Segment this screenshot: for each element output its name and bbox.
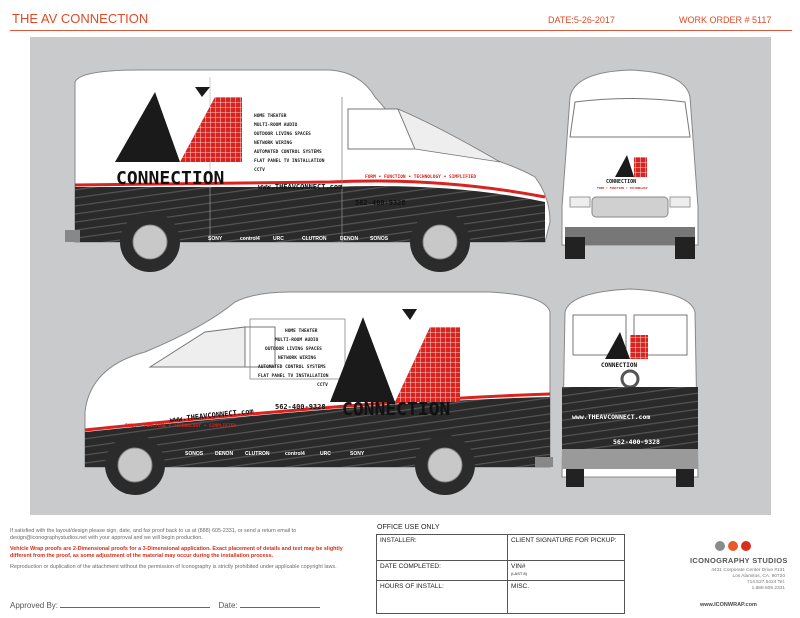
- approved-by-field[interactable]: [60, 600, 211, 608]
- svg-text:MULTI-ROOM AUDIO: MULTI-ROOM AUDIO: [254, 122, 298, 128]
- page-title: THE AV CONNECTION: [12, 11, 149, 26]
- installer-field[interactable]: INSTALLER:: [376, 534, 508, 561]
- van1-tagline: FORM • FUNCTION • TECHNOLOGY • SIMPLIFIE…: [365, 174, 476, 180]
- svg-text:SONOS: SONOS: [370, 236, 389, 242]
- van1-website: www.THEAVCONNECT.com: [258, 183, 342, 191]
- svg-text:CONNECTION: CONNECTION: [601, 362, 638, 369]
- van-side-view-2: CONNECTION HOME THEATER MULTI-ROOM AUDIO…: [84, 291, 553, 495]
- svg-text:MULTI-ROOM AUDIO: MULTI-ROOM AUDIO: [275, 337, 319, 343]
- office-use-box: OFFICE USE ONLY INSTALLER: CLIENT SIGNAT…: [376, 524, 625, 614]
- van3-brand: CONNECTION: [342, 399, 450, 420]
- svg-text:DENON: DENON: [215, 451, 233, 457]
- svg-text:control4: control4: [285, 451, 305, 457]
- misc-field[interactable]: MISC.: [507, 580, 625, 614]
- office-use-table: INSTALLER: CLIENT SIGNATURE FOR PICKUP: …: [376, 534, 625, 614]
- proof-disclaimer: Vehicle Wrap proofs are 2-Dimensional pr…: [10, 546, 343, 559]
- svg-text:FORM • FUNCTION • TECHNOLOGY: FORM • FUNCTION • TECHNOLOGY: [597, 186, 648, 190]
- studio-logo-dots: [715, 541, 755, 552]
- studio-name: ICONOGRAPHY STUDIOS: [690, 556, 788, 565]
- svg-text:OUTDOOR LIVING SPACES: OUTDOOR LIVING SPACES: [265, 346, 322, 352]
- svg-text:CONNECTION: CONNECTION: [606, 179, 636, 185]
- approval-date-label: Date:: [218, 601, 238, 610]
- van3-tagline: FORM • FUNCTION • TECHNOLOGY • SIMPLIFIE…: [125, 423, 236, 429]
- svg-text:SONY: SONY: [208, 236, 223, 242]
- office-use-heading: OFFICE USE ONLY: [377, 524, 440, 531]
- svg-text:OUTDOOR LIVING SPACES: OUTDOOR LIVING SPACES: [254, 131, 311, 137]
- van-front-view: CONNECTION FORM • FUNCTION • TECHNOLOGY: [561, 69, 699, 259]
- proof-canvas: CONNECTION HOME THEATER MULTI-ROOM AUDIO…: [30, 37, 771, 515]
- svg-text:FLAT PANEL TV INSTALLATION: FLAT PANEL TV INSTALLATION: [258, 373, 329, 379]
- svg-text:AUTOMATED CONTROL SYSTEMS: AUTOMATED CONTROL SYSTEMS: [258, 364, 326, 370]
- svg-text:CLUTRON: CLUTRON: [245, 451, 270, 457]
- copyright-notice: Reproduction or duplication of the attac…: [10, 564, 337, 570]
- proof-date: DATE:5-26-2017: [548, 15, 615, 25]
- vin-field[interactable]: VIN#(LAST 8): [507, 560, 625, 581]
- van-rear-view: CONNECTION www.THEAVCONNECT.com 562-400-…: [561, 288, 699, 487]
- date-completed-field[interactable]: DATE COMPLETED:: [376, 560, 508, 581]
- approved-by-label: Approved By:: [10, 601, 59, 610]
- svg-text:URC: URC: [320, 451, 331, 457]
- svg-text:HOME THEATER: HOME THEATER: [254, 113, 287, 119]
- van1-brand: CONNECTION: [116, 168, 224, 189]
- svg-text:FLAT PANEL TV INSTALLATION: FLAT PANEL TV INSTALLATION: [254, 158, 325, 164]
- van4-phone: 562-400-9328: [613, 438, 660, 446]
- svg-text:HOME THEATER: HOME THEATER: [285, 328, 318, 334]
- svg-text:SONOS: SONOS: [185, 451, 204, 457]
- header-divider: [10, 30, 792, 31]
- van1-phone: 562-400-9328: [355, 199, 406, 207]
- van-side-view-1: CONNECTION HOME THEATER MULTI-ROOM AUDIO…: [65, 69, 551, 272]
- approval-line: Approved By: Date:: [10, 600, 320, 610]
- svg-text:CCTV: CCTV: [254, 167, 265, 173]
- client-signature-field[interactable]: CLIENT SIGNATURE FOR PICKUP:: [507, 534, 625, 561]
- proof-instructions: If satisfied with the layout/design plea…: [10, 528, 360, 575]
- approval-instructions: If satisfied with the layout/design plea…: [10, 528, 297, 541]
- van4-website: www.THEAVCONNECT.com: [572, 413, 650, 421]
- studio-address: 4431 Corporate Center Drive #131 Los Ala…: [711, 568, 785, 591]
- svg-text:CLUTRON: CLUTRON: [302, 236, 327, 242]
- svg-text:SONY: SONY: [350, 451, 365, 457]
- svg-text:DENON: DENON: [340, 236, 358, 242]
- svg-text:CCTV: CCTV: [317, 382, 328, 388]
- van-illustrations: CONNECTION HOME THEATER MULTI-ROOM AUDIO…: [65, 69, 699, 495]
- svg-text:AUTOMATED CONTROL SYSTEMS: AUTOMATED CONTROL SYSTEMS: [254, 149, 322, 155]
- svg-text:NETWORK WIRING: NETWORK WIRING: [254, 140, 292, 146]
- van3-phone: 562-400-9328: [275, 403, 326, 411]
- svg-text:NETWORK WIRING: NETWORK WIRING: [278, 355, 316, 361]
- svg-text:URC: URC: [273, 236, 284, 242]
- svg-text:control4: control4: [240, 236, 260, 242]
- header: THE AV CONNECTION DATE:5-26-2017 WORK OR…: [0, 0, 800, 34]
- hours-of-install-field[interactable]: HOURS OF INSTALL:: [376, 580, 508, 614]
- studio-website-link[interactable]: www.ICONWRAP.com: [700, 602, 757, 608]
- approval-date-field[interactable]: [239, 600, 320, 608]
- work-order-number: WORK ORDER # 5117: [679, 15, 772, 25]
